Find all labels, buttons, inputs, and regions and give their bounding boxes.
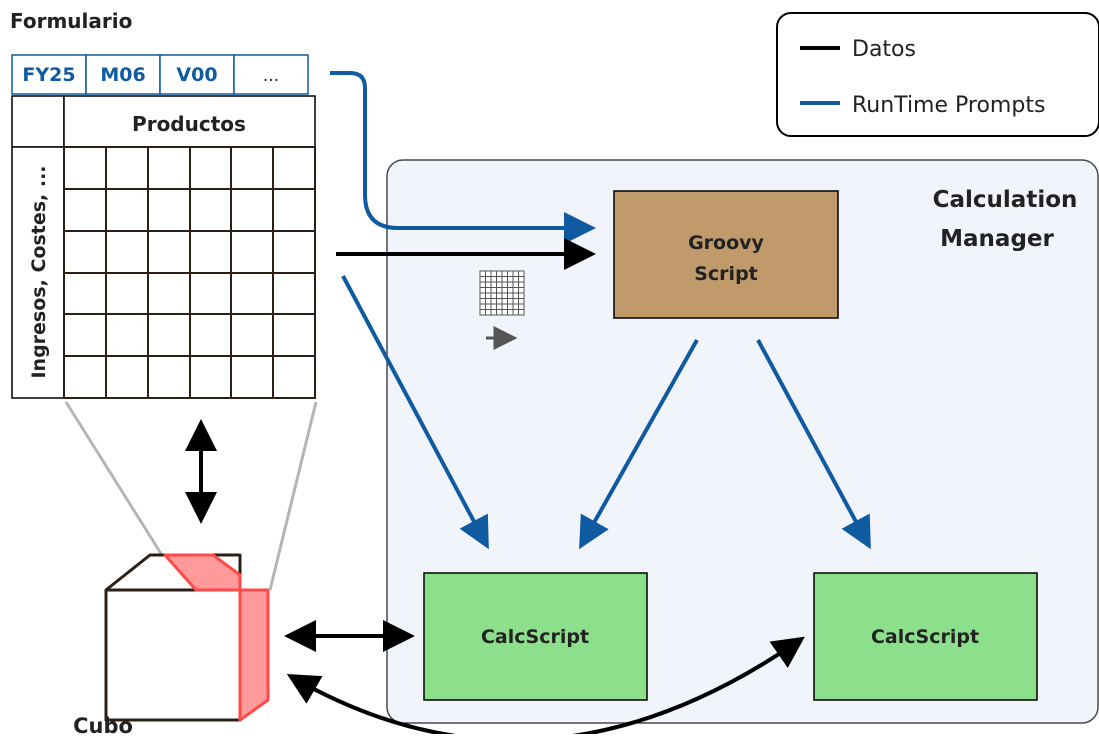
runtime-arrow-form-to-calc-left bbox=[341, 275, 489, 550]
calcscript-label-left: CalcScript bbox=[481, 626, 589, 648]
legend: Datos RunTime Prompts bbox=[776, 12, 1099, 137]
projection-line-left bbox=[64, 401, 167, 561]
column-header: Productos bbox=[132, 112, 246, 136]
prompt-tab-2[interactable] bbox=[159, 54, 235, 95]
mini-grid-lines bbox=[480, 271, 524, 315]
prompt-tab-label-3: ... bbox=[263, 66, 279, 86]
cube-highlight-side bbox=[238, 588, 270, 722]
cube-label: Cubo bbox=[73, 714, 133, 734]
grid-data-icon bbox=[479, 270, 525, 316]
runtime-prompt-tabs: FY25 M06 V00 ... bbox=[11, 54, 309, 95]
projection-line-right bbox=[268, 401, 318, 591]
column-header-cell bbox=[63, 95, 316, 148]
runtime-prompt-arrow bbox=[330, 71, 596, 244]
groovy-script-label-line2: Script bbox=[694, 263, 758, 285]
runtime-arrow-groovy-to-calc-right bbox=[756, 339, 871, 550]
row-header-cell bbox=[11, 146, 65, 399]
cube-highlight-top bbox=[163, 553, 242, 592]
manager-title-line1: Calculation bbox=[933, 187, 1078, 213]
cube-icon bbox=[104, 553, 270, 722]
cube-front-face bbox=[104, 588, 242, 722]
manager-title-line2: Manager bbox=[940, 226, 1054, 252]
legend-runtime-label: RunTime Prompts bbox=[852, 93, 1045, 118]
legend-box bbox=[776, 12, 1099, 137]
legend-datos-label: Datos bbox=[852, 37, 916, 62]
prompt-tab-3[interactable] bbox=[233, 54, 309, 95]
prompt-tab-label-0: FY25 bbox=[22, 64, 75, 86]
groovy-script-box[interactable] bbox=[613, 190, 839, 319]
prompt-tab-1[interactable] bbox=[85, 54, 161, 95]
data-arrow-cube-calc-right bbox=[286, 636, 805, 738]
calcscript-label-right: CalcScript bbox=[871, 626, 979, 648]
prompt-tab-label-2: V00 bbox=[176, 64, 217, 86]
calcscript-box-right[interactable] bbox=[813, 572, 1038, 701]
form-data-grid bbox=[63, 146, 316, 399]
form-title: Formulario bbox=[10, 9, 132, 33]
row-header: Ingresos, Costes, ... bbox=[28, 165, 50, 378]
form-corner-cell bbox=[11, 95, 65, 148]
groovy-script-label-line1: Groovy bbox=[688, 232, 764, 254]
prompt-tab-label-1: M06 bbox=[100, 64, 145, 86]
runtime-arrow-groovy-to-calc-left bbox=[579, 339, 699, 550]
